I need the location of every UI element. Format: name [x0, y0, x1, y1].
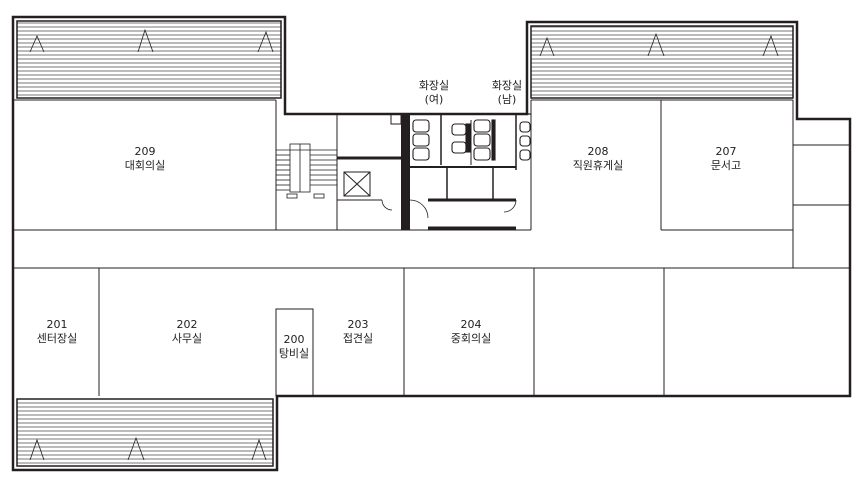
restroom-men-label: 화장실	[492, 79, 522, 92]
interior-walls	[13, 99, 850, 397]
room-207-number: 207	[716, 145, 737, 158]
room-203-number: 203	[348, 318, 369, 331]
toilet-fixtures	[412, 119, 531, 161]
restroom-core	[337, 113, 531, 230]
room-207: 207 문서고	[711, 145, 741, 172]
terrace-top-right	[530, 25, 794, 99]
restroom-women: 화장실 (여)	[419, 79, 449, 106]
room-201: 201 센터장실	[37, 318, 77, 345]
room-208-name: 직원휴게실	[573, 159, 624, 172]
terrace-bottom-left	[16, 398, 274, 467]
outer-walls	[11, 15, 852, 472]
restroom-women-sub: (여)	[425, 93, 444, 106]
room-203-name: 접견실	[343, 332, 373, 345]
room-209-number: 209	[135, 145, 156, 158]
room-204: 204 중회의실	[451, 318, 491, 345]
room-209-name: 대회의실	[125, 159, 165, 172]
room-209: 209 대회의실	[125, 145, 165, 172]
room-200-number: 200	[284, 333, 305, 346]
restroom-women-label: 화장실	[419, 79, 449, 92]
room-202-name: 사무실	[172, 332, 202, 345]
room-200-name: 탕비실	[279, 347, 309, 360]
restroom-men-sub: (남)	[498, 93, 517, 106]
room-204-name: 중회의실	[451, 332, 491, 345]
room-200: 200 탕비실	[279, 333, 309, 360]
room-208-number: 208	[588, 145, 609, 158]
room-202-number: 202	[177, 318, 198, 331]
room-201-number: 201	[47, 318, 68, 331]
stairwell	[276, 143, 337, 199]
room-207-name: 문서고	[711, 159, 741, 172]
room-204-number: 204	[461, 318, 482, 331]
room-203: 203 접견실	[343, 318, 373, 345]
room-208: 208 직원휴게실	[573, 145, 624, 172]
terrace-top-left	[16, 20, 282, 99]
restroom-men: 화장실 (남)	[492, 79, 522, 106]
room-201-name: 센터장실	[37, 332, 77, 345]
room-202: 202 사무실	[172, 318, 202, 345]
